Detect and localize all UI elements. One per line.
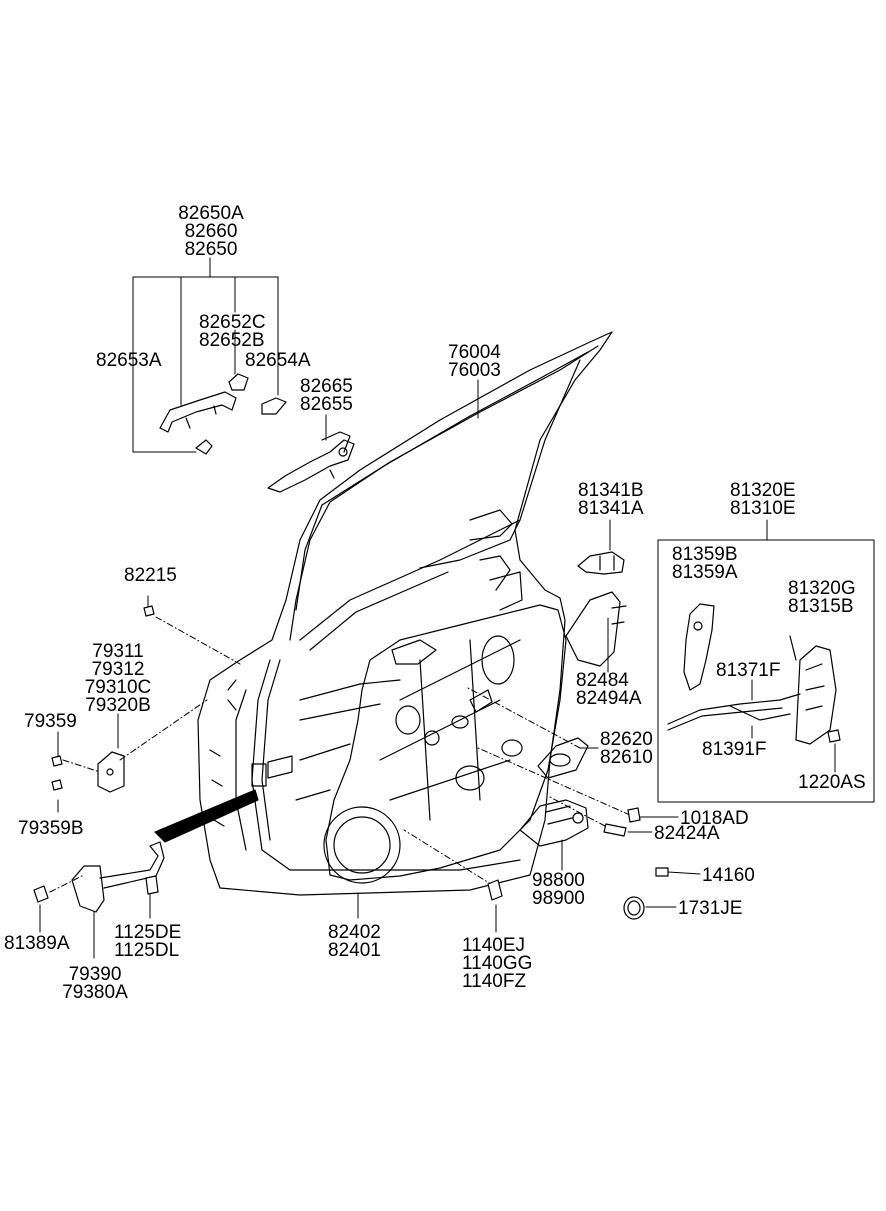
- callout-handle-pad: 82654A: [245, 350, 311, 371]
- part-number: 1220AS: [798, 772, 866, 793]
- part-number: 82660: [184, 221, 238, 242]
- part-number: 82655: [300, 394, 353, 415]
- part-number: 76004: [448, 342, 501, 363]
- upper-hinge: [97, 751, 125, 793]
- callout-module-panel: 82402 82401: [328, 922, 381, 961]
- part-number: 81391F: [702, 739, 767, 760]
- part-number: 82650A: [178, 203, 244, 224]
- callout-rod-upper: 81371F: [716, 660, 781, 681]
- part-number: 82620: [600, 729, 653, 750]
- callout-striker-bracket: 81341B 81341A: [578, 480, 644, 519]
- part-number: 1125DE: [114, 922, 182, 943]
- callout-bolt-79359b: 79359B: [18, 818, 84, 839]
- callout-screw-82215: 82215: [124, 565, 177, 586]
- window-motor: [519, 799, 589, 847]
- part-number: 82652B: [199, 330, 265, 351]
- part-number: 79312: [91, 659, 145, 680]
- door-shell-outline: [154, 331, 613, 896]
- part-number: 79320B: [85, 695, 151, 716]
- part-number: 82424A: [654, 823, 720, 844]
- part-number: 82484: [576, 670, 629, 691]
- part-number: 79380A: [62, 982, 128, 1003]
- callout-inside-handle: 82620 82610: [600, 729, 653, 768]
- callout-checker-bolts: 1125DE 1125DL: [114, 922, 182, 961]
- callout-inner-frame-handle: 82665 82655: [300, 376, 353, 415]
- part-number: 81315B: [788, 596, 854, 617]
- part-number: 79359B: [18, 818, 84, 839]
- callout-outer-handle: 82650A 82660 82650: [166, 203, 256, 260]
- callout-plug-14160: 14160: [702, 865, 755, 886]
- callout-rod-lower: 81391F: [702, 739, 767, 760]
- callout-window-motor: 98800 98900: [532, 870, 585, 909]
- inside-handle: [537, 737, 589, 779]
- part-number: 79310C: [84, 677, 152, 698]
- callout-bolt-79359: 79359: [24, 711, 77, 732]
- callout-insulator: 82484 82494A: [576, 670, 642, 709]
- part-number: 79311: [92, 641, 144, 662]
- part-number: 1140EJ: [462, 935, 526, 956]
- callout-lock-actuator: 81320G 81315B: [788, 578, 856, 617]
- insulator-pad: [565, 591, 627, 667]
- part-number: 81320G: [788, 578, 856, 599]
- part-number: 82654A: [245, 350, 311, 371]
- callout-door-panel: 76004 76003: [448, 342, 501, 381]
- part-number: 14160: [702, 865, 755, 886]
- part-number: 1018AD: [680, 808, 749, 829]
- part-number: 82653A: [96, 350, 162, 371]
- callout-grommet: 1731JE: [678, 898, 743, 919]
- part-number: 1140FZ: [462, 971, 527, 992]
- part-number: 81371F: [716, 660, 781, 681]
- door-checker: [71, 841, 165, 913]
- part-number: 1731JE: [678, 898, 743, 919]
- part-number: 81359A: [672, 562, 738, 583]
- part-number: 81341A: [578, 498, 644, 519]
- part-number: 82650: [184, 239, 238, 260]
- fasteners: [33, 605, 841, 920]
- callout-bolt-82424a: 82424A: [654, 823, 720, 844]
- part-number: 1140GG: [462, 953, 533, 974]
- callout-door-checker: 79390 79380A: [54, 964, 136, 1003]
- part-number: 82215: [124, 565, 177, 586]
- leader-lines: [39, 257, 875, 959]
- part-number: 82402: [328, 922, 381, 943]
- callout-module-screws: 1140EJ 1140GG 1140FZ: [462, 935, 533, 992]
- callout-latch-lever: 81359B 81359A: [672, 544, 738, 583]
- part-number: 82494A: [576, 688, 642, 709]
- outer-handle-parts: [159, 373, 355, 493]
- part-number: 82401: [328, 940, 381, 961]
- callout-handle-cap: 82652C 82652B: [199, 312, 266, 351]
- callout-bolt-1018ad: 1018AD: [680, 808, 749, 829]
- part-number: 98800: [532, 870, 585, 891]
- lock-box-contents: [667, 603, 840, 745]
- part-number: 79390: [68, 964, 122, 985]
- striker-bracket: [577, 551, 625, 575]
- callout-bolt-81389a: 81389A: [4, 933, 70, 954]
- part-number: 82610: [600, 747, 653, 768]
- module-panel: [323, 604, 567, 884]
- part-number: 82665: [300, 376, 353, 397]
- part-number: 79359: [24, 711, 77, 732]
- part-number: 76003: [448, 360, 501, 381]
- callout-upper-hinge: 79311 79312 79310C 79320B: [74, 641, 162, 716]
- part-number: 81359B: [672, 544, 738, 565]
- part-number: 98900: [532, 888, 585, 909]
- callout-lock-screw: 1220AS: [798, 772, 866, 793]
- part-number: 81310E: [730, 498, 796, 519]
- part-number: 81320E: [730, 480, 796, 501]
- part-number: 1125DL: [114, 940, 180, 961]
- part-number: 81389A: [4, 933, 70, 954]
- part-number: 82652C: [199, 312, 266, 333]
- callout-lock-assembly: 81320E 81310E: [730, 480, 796, 519]
- part-number: 81341B: [578, 480, 644, 501]
- callout-handle-cover: 82653A: [96, 350, 162, 371]
